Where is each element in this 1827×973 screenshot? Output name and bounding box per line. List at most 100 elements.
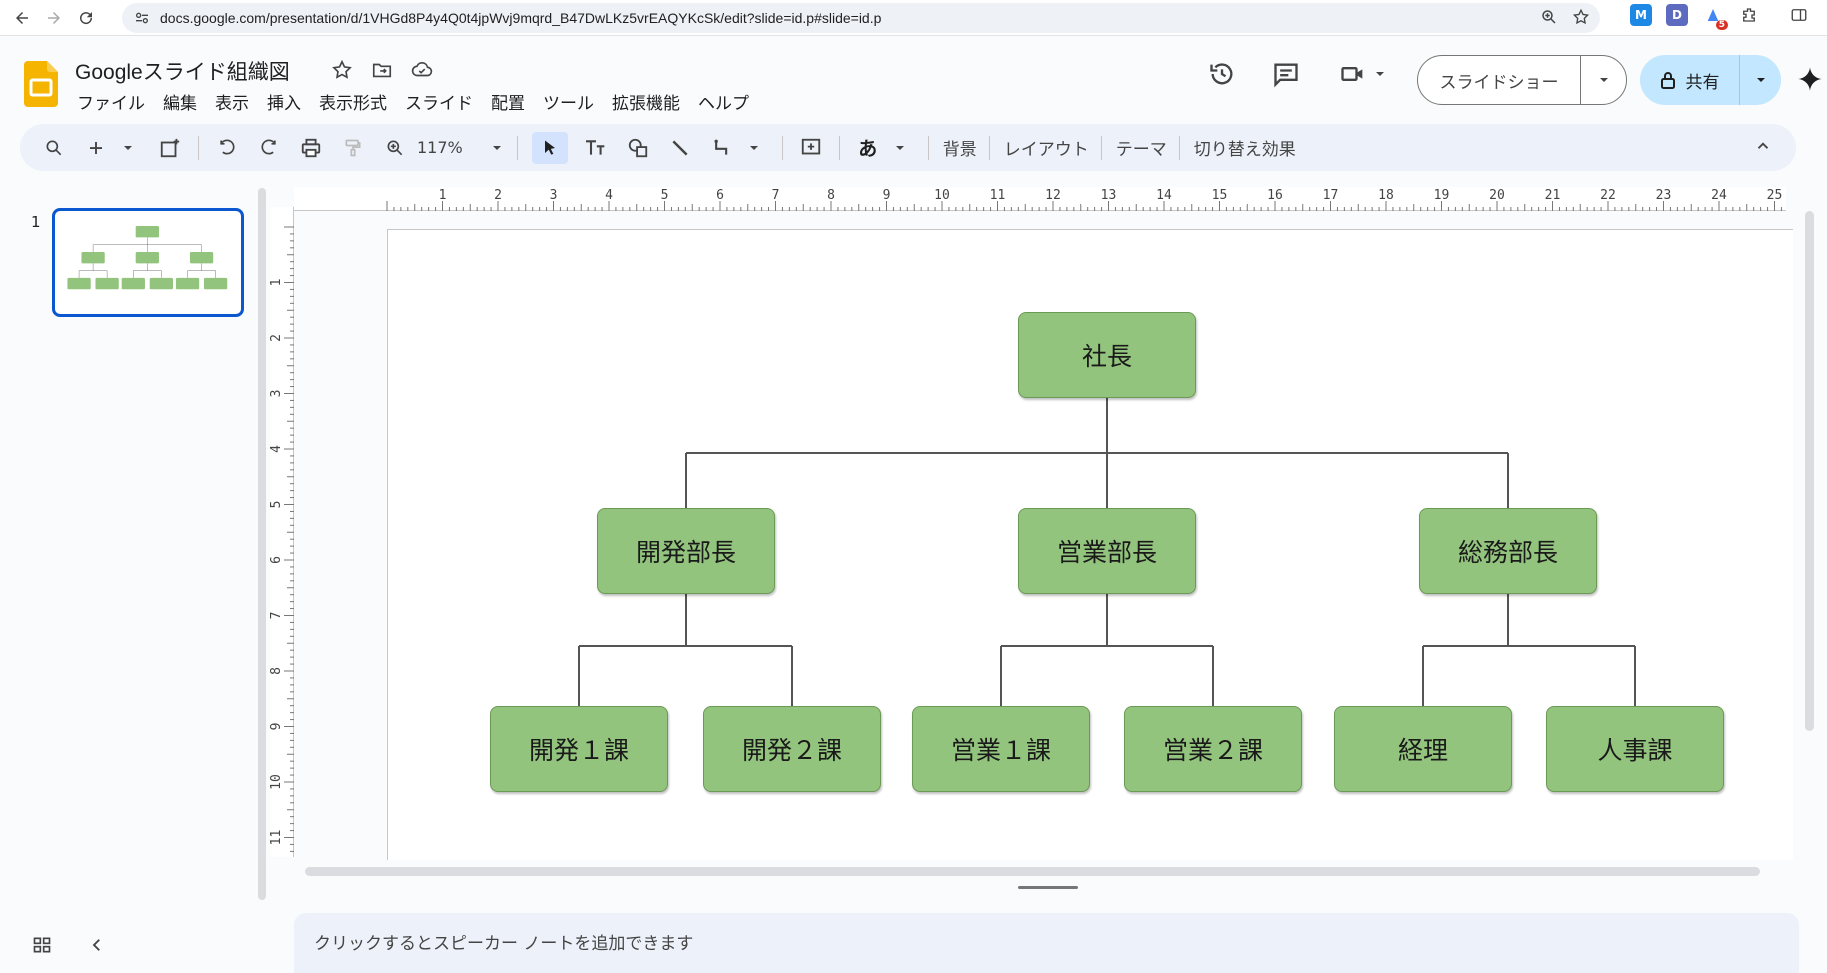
org-box-admin-manager[interactable]: 総務部長 [1419,508,1597,594]
insert-image-button[interactable] [156,132,184,164]
ruler-label: 19 [1434,188,1450,203]
org-box-label: 経理 [1397,736,1448,765]
menu-insert[interactable]: 挿入 [267,94,301,114]
extension-m-icon[interactable]: M [1630,4,1652,26]
text-box-button[interactable] [582,132,610,164]
input-tools-button[interactable]: あ [854,132,882,164]
org-box-label: 開発部長 [635,538,736,567]
org-box-label: 人事課 [1597,736,1673,765]
ruler-label: 25 [1767,188,1783,203]
add-comment-button[interactable] [797,132,825,164]
collapse-filmstrip-button[interactable] [88,936,106,958]
slide-number: 1 [31,213,41,231]
connector-button[interactable] [708,132,736,164]
canvas-vertical-scrollbar[interactable] [1805,211,1814,731]
slideshow-label[interactable]: スライドショー [1418,56,1581,104]
slides-logo-icon[interactable] [24,61,58,107]
ruler-label: 9 [883,188,891,203]
extension-d-icon[interactable]: D [1666,4,1688,26]
ruler-label: 12 [1045,188,1061,203]
zoom-button[interactable] [381,132,409,164]
connector-icon [714,139,727,155]
ruler-label: 6 [716,188,724,203]
meet-button[interactable] [1338,60,1386,88]
back-button[interactable] [6,2,38,34]
site-info-icon[interactable] [134,10,150,26]
menu-tools[interactable]: ツール [543,94,594,114]
line-button[interactable] [666,132,694,164]
menu-edit[interactable]: 編集 [163,94,197,114]
menu-arrange[interactable]: 配置 [491,94,525,114]
share-button[interactable]: 共有 [1640,55,1781,105]
connector-options-button[interactable] [740,132,768,164]
new-slide-button[interactable] [82,132,110,164]
version-history-button[interactable] [1208,60,1236,92]
undo-button[interactable] [213,132,241,164]
menu-format[interactable]: 表示形式 [319,94,387,114]
input-tools-options-button[interactable] [886,132,914,164]
filmstrip-scrollbar[interactable] [258,188,266,900]
print-button[interactable] [297,132,325,164]
notes-resize-handle[interactable] [1018,886,1078,889]
org-box-sales-section-1[interactable]: 営業１課 [912,706,1090,792]
shape-button[interactable] [624,132,652,164]
reload-button[interactable] [70,2,102,34]
slide-thumbnail[interactable] [52,208,244,317]
org-box-dev-manager[interactable]: 開発部長 [597,508,775,594]
url-text[interactable]: docs.google.com/presentation/d/1VHGd8P4y… [160,10,882,26]
layout-button[interactable]: レイアウト [1003,140,1089,160]
redo-button[interactable] [255,132,283,164]
add-box-icon [160,138,180,157]
collapse-toolbar-button[interactable] [1754,137,1772,159]
background-button[interactable]: 背景 [942,140,977,160]
transition-button[interactable]: 切り替え効果 [1193,140,1296,160]
gemini-icon[interactable] [1797,66,1823,92]
browser-toolbar: docs.google.com/presentation/d/1VHGd8P4y… [0,0,1827,36]
org-box-accounting[interactable]: 経理 [1334,706,1512,792]
ruler-label: 4 [270,445,284,453]
org-box-dev-section-1[interactable]: 開発１課 [490,706,668,792]
slideshow-button[interactable]: スライドショー [1417,55,1627,105]
ruler-label: 5 [661,188,669,203]
new-slide-layout-button[interactable] [114,132,142,164]
extension-badge-icon[interactable]: 5 [1702,4,1728,30]
star-button[interactable] [330,58,354,82]
zoom-select[interactable]: 117% [417,138,503,157]
menu-view[interactable]: 表示 [215,94,249,114]
menu-file[interactable]: ファイル [77,94,145,114]
caret-down-icon [1376,72,1384,76]
address-bar[interactable]: docs.google.com/presentation/d/1VHGd8P4y… [122,3,1600,33]
grid-view-button[interactable] [32,935,52,959]
speaker-notes[interactable]: クリックするとスピーカー ノートを追加できます [294,913,1799,973]
forward-button[interactable] [38,2,70,34]
puzzle-icon[interactable] [1738,4,1760,26]
select-tool-button[interactable] [531,131,568,164]
menu-slide[interactable]: スライド [405,94,473,114]
document-title[interactable]: Googleスライド組織図 [75,61,290,84]
org-box-dev-section-2[interactable]: 開発２課 [703,706,881,792]
org-box-sales-manager[interactable]: 営業部長 [1018,508,1196,594]
paint-format-button[interactable] [339,132,367,164]
slide-canvas[interactable]: 社長 開発部長 営業部長 総務部長 開発１課 開発２課 営業１課 営業２課 経理… [387,229,1793,860]
side-panel-icon[interactable] [1788,4,1810,26]
speaker-notes-placeholder[interactable]: クリックするとスピーカー ノートを追加できます [314,934,694,954]
canvas-horizontal-scrollbar[interactable] [305,867,1760,876]
ruler-label: 15 [1212,188,1228,203]
bookmark-star-icon[interactable] [1572,8,1590,26]
org-box-president[interactable]: 社長 [1018,312,1196,398]
share-options-button[interactable] [1740,74,1781,86]
move-button[interactable] [370,58,394,82]
org-box-sales-section-2[interactable]: 営業２課 [1124,706,1302,792]
theme-button[interactable]: テーマ [1115,140,1167,160]
menu-help[interactable]: ヘルプ [698,94,749,114]
zoom-icon[interactable] [1540,8,1558,26]
cloud-status-button[interactable] [410,58,434,82]
comments-button[interactable] [1272,60,1300,92]
org-box-hr[interactable]: 人事課 [1546,706,1724,792]
slideshow-options-button[interactable] [1581,74,1626,86]
menu-extensions[interactable]: 拡張機能 [612,94,680,114]
search-menus-button[interactable] [40,132,68,164]
toolbar-divider [988,135,990,160]
